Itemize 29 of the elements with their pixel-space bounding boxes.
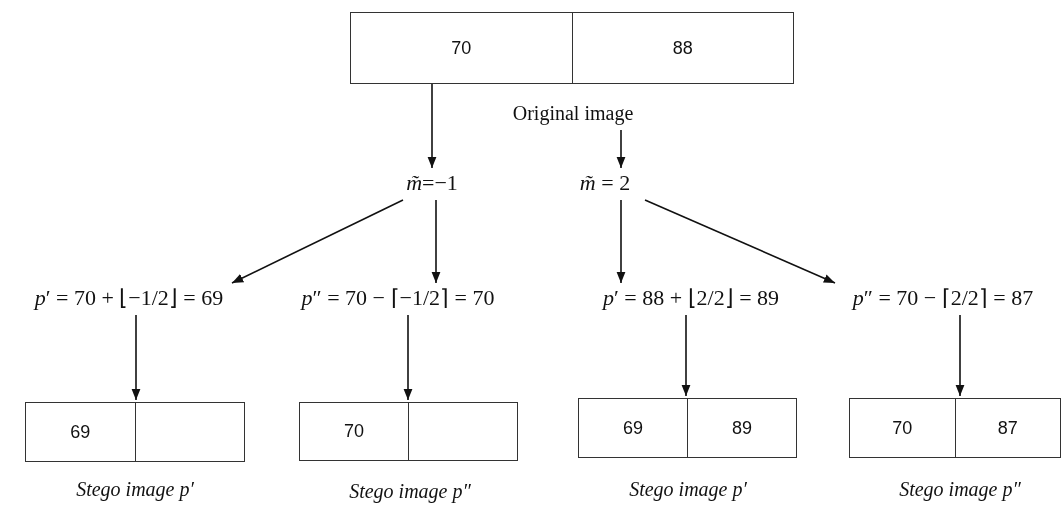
arrow (681, 314, 691, 397)
arrow (616, 199, 626, 284)
pixel-value: 70 (891, 416, 914, 440)
arrow (955, 314, 965, 397)
arrow (616, 129, 626, 169)
pixel-value: 70 (450, 36, 473, 60)
pixel-value: 89 (687, 399, 796, 457)
formula-text: m̃ = 2 (578, 170, 632, 196)
arrow (131, 314, 141, 401)
formula-text: p″ = 70 − ⌈2/2⌉ = 87 (850, 285, 1035, 311)
image-caption: Stego image p′ (629, 478, 747, 501)
formula-text: m̃=−1 (405, 170, 459, 196)
formula-text: p′ = 88 + ⌊2/2⌋ = 89 (601, 285, 781, 311)
arrow (403, 314, 413, 401)
pixel-value: 88 (571, 13, 793, 83)
image-caption: Stego image p″ (899, 478, 1021, 501)
pixel-value: 87 (954, 399, 1060, 457)
arrow (231, 199, 404, 284)
pixel-value: 69 (69, 420, 92, 444)
formula-text: p″ = 70 − ⌈−1/2⌉ = 70 (299, 285, 496, 311)
image-caption: Stego image p″ (349, 480, 471, 503)
arrow (427, 83, 437, 169)
pixel-value: 70 (343, 420, 365, 443)
pixel-value: 69 (622, 416, 644, 440)
arrow (644, 199, 836, 284)
image-caption: Stego image p′ (76, 478, 194, 501)
arrow (431, 199, 441, 284)
formula-text: p′ = 70 + ⌊−1/2⌋ = 69 (32, 285, 225, 311)
image-caption: Original image (512, 102, 634, 125)
